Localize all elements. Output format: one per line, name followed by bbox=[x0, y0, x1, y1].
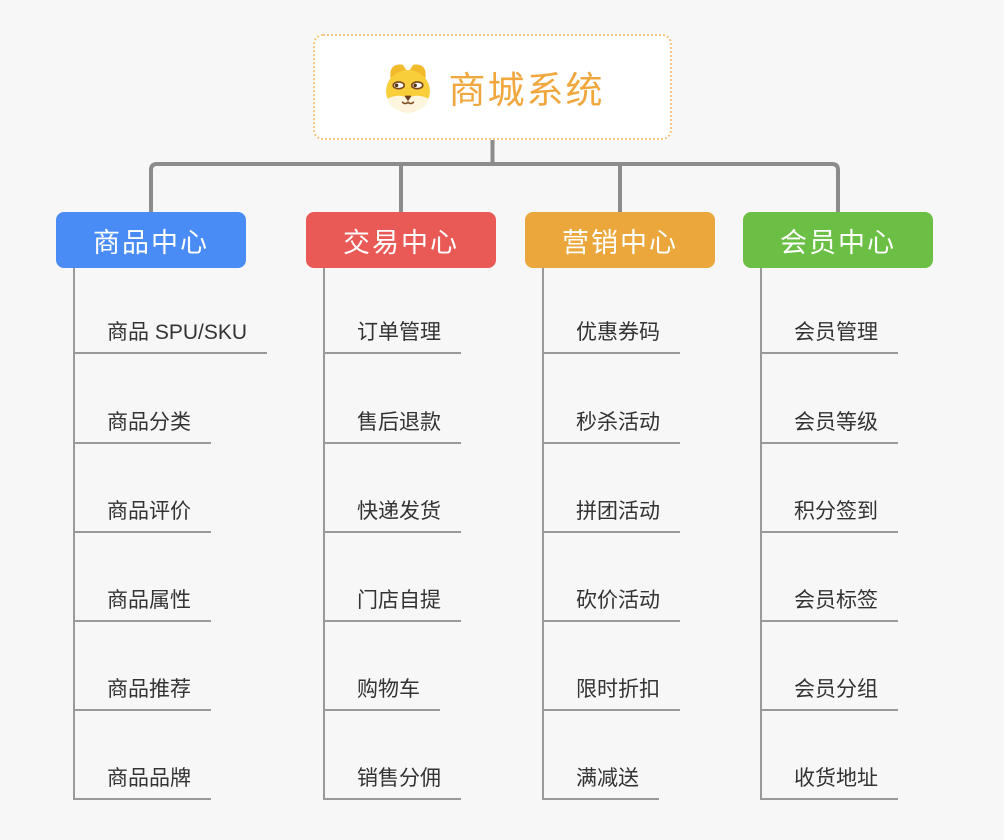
branch-3-child-3[interactable]: 会员标签 bbox=[760, 587, 898, 622]
branch-2-child-2[interactable]: 拼团活动 bbox=[542, 498, 680, 533]
branch-0-child-4[interactable]: 商品推荐 bbox=[73, 676, 211, 711]
branch-1-child-1[interactable]: 售后退款 bbox=[323, 409, 461, 444]
root-node[interactable]: 商城系统 bbox=[313, 34, 672, 140]
branch-trunk-line bbox=[760, 268, 762, 800]
branch-0-child-5[interactable]: 商品品牌 bbox=[73, 765, 211, 800]
branch-3-header[interactable]: 会员中心 bbox=[743, 212, 933, 268]
branch-trunk-line bbox=[73, 268, 75, 800]
branch-1-child-2[interactable]: 快递发货 bbox=[323, 498, 461, 533]
branch-2-child-0[interactable]: 优惠券码 bbox=[542, 319, 680, 354]
branch-1: 交易中心 订单管理售后退款快递发货门店自提购物车销售分佣 bbox=[306, 212, 566, 812]
branch-1-child-3[interactable]: 门店自提 bbox=[323, 587, 461, 622]
branch-3: 会员中心 会员管理会员等级积分签到会员标签会员分组收货地址 bbox=[743, 212, 1003, 812]
branch-3-child-4[interactable]: 会员分组 bbox=[760, 676, 898, 711]
branch-trunk-line bbox=[323, 268, 325, 800]
branch-1-child-0[interactable]: 订单管理 bbox=[323, 319, 461, 354]
branch-0-child-1[interactable]: 商品分类 bbox=[73, 409, 211, 444]
branch-1-child-5[interactable]: 销售分佣 bbox=[323, 765, 461, 800]
branch-0: 商品中心 商品 SPU/SKU 商品分类商品评价商品属性商品推荐商品品牌 bbox=[56, 212, 316, 812]
branch-trunk-line bbox=[542, 268, 544, 800]
branch-0-child-0[interactable]: 商品 SPU/SKU bbox=[73, 319, 268, 354]
branch-3-child-2[interactable]: 积分签到 bbox=[760, 498, 898, 533]
branch-2: 营销中心 优惠券码秒杀活动拼团活动砍价活动限时折扣满减送 bbox=[525, 212, 785, 812]
branch-1-header[interactable]: 交易中心 bbox=[306, 212, 496, 268]
branch-3-child-5[interactable]: 收货地址 bbox=[760, 765, 898, 800]
branch-2-child-3[interactable]: 砍价活动 bbox=[542, 587, 680, 622]
branch-2-child-1[interactable]: 秒杀活动 bbox=[542, 409, 680, 444]
branch-0-child-2[interactable]: 商品评价 bbox=[73, 498, 211, 533]
branch-0-header[interactable]: 商品中心 bbox=[56, 212, 246, 268]
branch-0-child-3[interactable]: 商品属性 bbox=[73, 587, 211, 622]
branch-2-child-4[interactable]: 限时折扣 bbox=[542, 676, 680, 711]
branch-3-child-0[interactable]: 会员管理 bbox=[760, 319, 898, 354]
branch-2-header[interactable]: 营销中心 bbox=[525, 212, 715, 268]
shiba-dog-icon bbox=[385, 64, 430, 113]
root-title: 商城系统 bbox=[448, 70, 605, 111]
branch-2-child-5[interactable]: 满减送 bbox=[542, 765, 659, 800]
branch-3-child-1[interactable]: 会员等级 bbox=[760, 409, 898, 444]
branch-1-child-4[interactable]: 购物车 bbox=[323, 676, 440, 711]
